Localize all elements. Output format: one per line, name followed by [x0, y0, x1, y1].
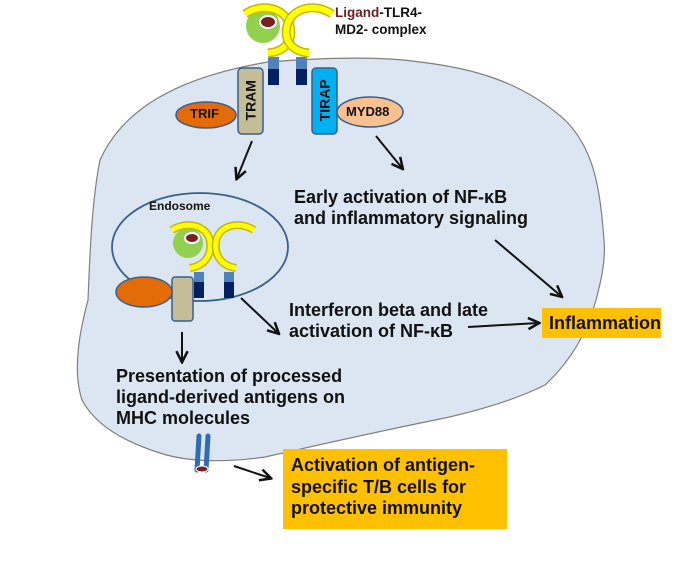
arrow-mhc-to-tb-activation: [233, 465, 270, 478]
myd88-adaptor: [336, 96, 404, 128]
interferon-text: Interferon beta and late activation of N…: [289, 300, 488, 342]
tb-activation-line1: Activation of antigen-: [291, 455, 475, 475]
tirap-adaptor: [311, 67, 338, 135]
complex-title: Ligand-TLR4- MD2- complex: [335, 5, 427, 39]
tb-activation-box: Activation of antigen- specific T/B cell…: [283, 449, 507, 529]
cell-membrane: [76, 57, 605, 462]
tram-label: TRAM: [242, 80, 259, 121]
endosome-trif-adaptor: [115, 276, 173, 308]
surface-tlr4-md2-icon: [242, 3, 335, 58]
early-nfkb-line1: Early activation of NF-κB: [294, 187, 508, 207]
interferon-line1: Interferon beta and late: [289, 300, 489, 320]
endosome-ligand-icon: [173, 228, 203, 258]
surface-ligand-icon: [246, 9, 280, 43]
myd88-label: MYD88: [346, 104, 390, 119]
endosome-label: Endosome: [149, 199, 211, 213]
inflammation-box: Inflammation: [542, 308, 661, 338]
presentation-text: Presentation of processed ligand-derived…: [116, 366, 345, 430]
tram-adaptor: [237, 67, 264, 135]
early-nfkb-text: Early activation of NF-κB and inflammato…: [294, 187, 528, 229]
endosome-tlr4-transmembrane: [194, 272, 234, 298]
title-rest: -TLR4-: [379, 5, 422, 20]
arrow-interferon-to-inflammation: [467, 323, 538, 327]
arrow-early-to-inflammation: [494, 239, 561, 296]
trif-label: TRIF: [190, 106, 219, 121]
tb-activation-line3: protective immunity: [291, 498, 463, 519]
arrow-tram-to-endosome: [237, 140, 253, 178]
presentation-line2: ligand-derived antigens on: [116, 387, 346, 408]
title-line2: MD2- complex: [335, 21, 427, 37]
tb-activation-line2: specific T/B cells for: [291, 476, 467, 497]
arrow-myd88-to-early-nfkb: [375, 135, 402, 168]
mhc-molecule-icon: [194, 433, 211, 473]
early-nfkb-line2: and inflammatory signaling: [294, 208, 529, 229]
presentation-line1: Presentation of processed: [116, 366, 343, 386]
arrow-endosome-to-interferon: [240, 297, 278, 333]
tirap-label: TIRAP: [316, 79, 333, 122]
surface-tlr4-transmembrane: [268, 57, 307, 85]
endosome-tram-adaptor: [171, 276, 194, 322]
endosome-tlr4-md2-icon: [169, 221, 257, 272]
presentation-line3: MHC molecules: [116, 408, 251, 429]
ligand-word: Ligand: [335, 5, 380, 20]
trif-adaptor: [175, 101, 237, 129]
interferon-line2: activation of NF-κB: [289, 321, 454, 342]
endosome: [111, 192, 289, 302]
